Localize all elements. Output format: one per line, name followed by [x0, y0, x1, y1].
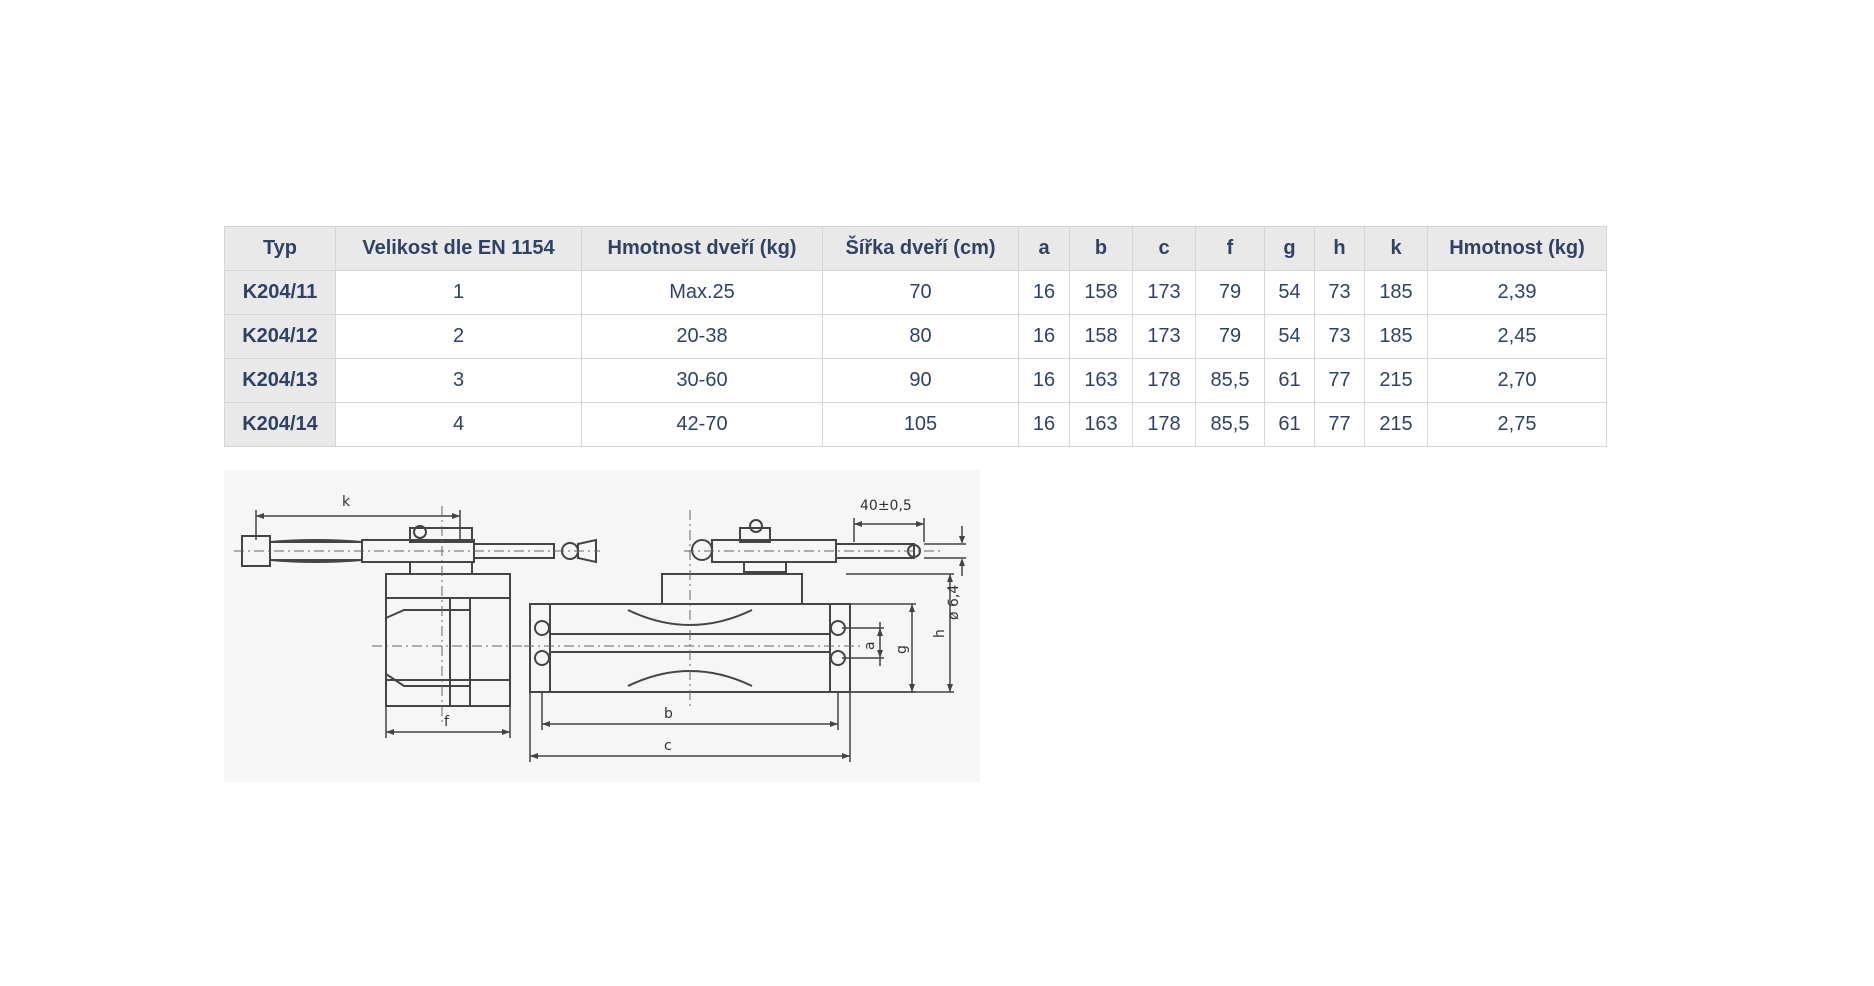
header-velikost: Velikost dle EN 1154 [335, 226, 582, 271]
arm-fork [577, 538, 597, 564]
door-closer-drawing-svg: k f b c 40±0,5 a g h ø 6,4 [234, 494, 966, 762]
cell-sirka-dveri: 90 [822, 358, 1019, 403]
cell-k: 215 [1364, 402, 1428, 447]
specification-table: Typ Velikost dle EN 1154 Hmotnost dveří … [224, 226, 1607, 447]
cell-b: 158 [1069, 314, 1133, 359]
cell-b: 158 [1069, 270, 1133, 315]
header-a: a [1018, 226, 1070, 271]
cell-f: 79 [1195, 314, 1265, 359]
header-hmotnost: Hmotnost (kg) [1427, 226, 1607, 271]
cell-a: 16 [1018, 314, 1070, 359]
screw-hole-top-left [534, 620, 550, 636]
table-row: K204/11 1 Max.25 70 16 158 173 79 54 73 … [224, 270, 1607, 315]
cell-hmotnost: 2,75 [1427, 402, 1607, 447]
cell-velikost: 4 [335, 402, 582, 447]
arm-hub-base [409, 561, 473, 575]
header-typ: Typ [224, 226, 336, 271]
cell-k: 185 [1364, 270, 1428, 315]
cell-sirka-dveri: 105 [822, 402, 1019, 447]
cell-hmotnost: 2,39 [1427, 270, 1607, 315]
header-b: b [1069, 226, 1133, 271]
screw-hole-bottom-left [534, 650, 550, 666]
label-f: f [444, 714, 450, 730]
cell-g: 61 [1264, 358, 1315, 403]
cell-f: 85,5 [1195, 402, 1265, 447]
table-row: K204/13 3 30-60 90 16 163 178 85,5 61 77… [224, 358, 1607, 403]
cell-typ: K204/14 [224, 402, 336, 447]
table-row: K204/14 4 42-70 105 16 163 178 85,5 61 7… [224, 402, 1607, 447]
cell-velikost: 1 [335, 270, 582, 315]
label-h: h [932, 629, 948, 638]
label-b: b [664, 706, 673, 722]
header-sirka-dveri: Šířka dveří (cm) [822, 226, 1019, 271]
cell-typ: K204/13 [224, 358, 336, 403]
cell-g: 54 [1264, 314, 1315, 359]
cell-a: 16 [1018, 402, 1070, 447]
cell-c: 173 [1132, 270, 1196, 315]
cell-hmotnost-dveri: 20-38 [581, 314, 823, 359]
header-h: h [1314, 226, 1365, 271]
cell-hmotnost-dveri: Max.25 [581, 270, 823, 315]
cell-typ: K204/12 [224, 314, 336, 359]
cell-c: 178 [1132, 358, 1196, 403]
cell-velikost: 3 [335, 358, 582, 403]
cell-typ: K204/11 [224, 270, 336, 315]
header-c: c [1132, 226, 1196, 271]
label-diameter: ø 6,4 [946, 585, 962, 620]
cell-a: 16 [1018, 270, 1070, 315]
cell-b: 163 [1069, 358, 1133, 403]
cell-hmotnost-dveri: 42-70 [581, 402, 823, 447]
header-k: k [1364, 226, 1428, 271]
cell-h: 77 [1314, 402, 1365, 447]
cell-k: 215 [1364, 358, 1428, 403]
arm-hub-top [409, 527, 473, 543]
cell-b: 163 [1069, 402, 1133, 447]
cell-g: 54 [1264, 270, 1315, 315]
label-c: c [664, 738, 672, 754]
cell-g: 61 [1264, 402, 1315, 447]
label-k: k [342, 494, 351, 510]
cell-f: 79 [1195, 270, 1265, 315]
cell-hmotnost-dveri: 30-60 [581, 358, 823, 403]
cell-k: 185 [1364, 314, 1428, 359]
cell-h: 73 [1314, 314, 1365, 359]
cell-c: 173 [1132, 314, 1196, 359]
cell-hmotnost: 2,70 [1427, 358, 1607, 403]
cell-c: 178 [1132, 402, 1196, 447]
label-a: a [862, 641, 878, 650]
header-f: f [1195, 226, 1265, 271]
cell-h: 73 [1314, 270, 1365, 315]
cell-sirka-dveri: 80 [822, 314, 1019, 359]
label-g: g [894, 645, 910, 654]
header-g: g [1264, 226, 1315, 271]
table-row: K204/12 2 20-38 80 16 158 173 79 54 73 1… [224, 314, 1607, 359]
cell-sirka-dveri: 70 [822, 270, 1019, 315]
cell-h: 77 [1314, 358, 1365, 403]
cell-hmotnost: 2,45 [1427, 314, 1607, 359]
label-tolerance: 40±0,5 [860, 498, 912, 514]
cell-f: 85,5 [1195, 358, 1265, 403]
technical-drawing: k f b c 40±0,5 a g h ø 6,4 [224, 470, 980, 782]
table-header-row: Typ Velikost dle EN 1154 Hmotnost dveří … [224, 226, 1607, 271]
arm-segment-right [473, 543, 555, 559]
header-hmotnost-dveri: Hmotnost dveří (kg) [581, 226, 823, 271]
dimension-lines [255, 510, 966, 762]
cell-velikost: 2 [335, 314, 582, 359]
arm-segment-mid [361, 539, 475, 563]
arm-pivot [691, 539, 713, 561]
body-taper [385, 609, 471, 687]
cell-a: 16 [1018, 358, 1070, 403]
